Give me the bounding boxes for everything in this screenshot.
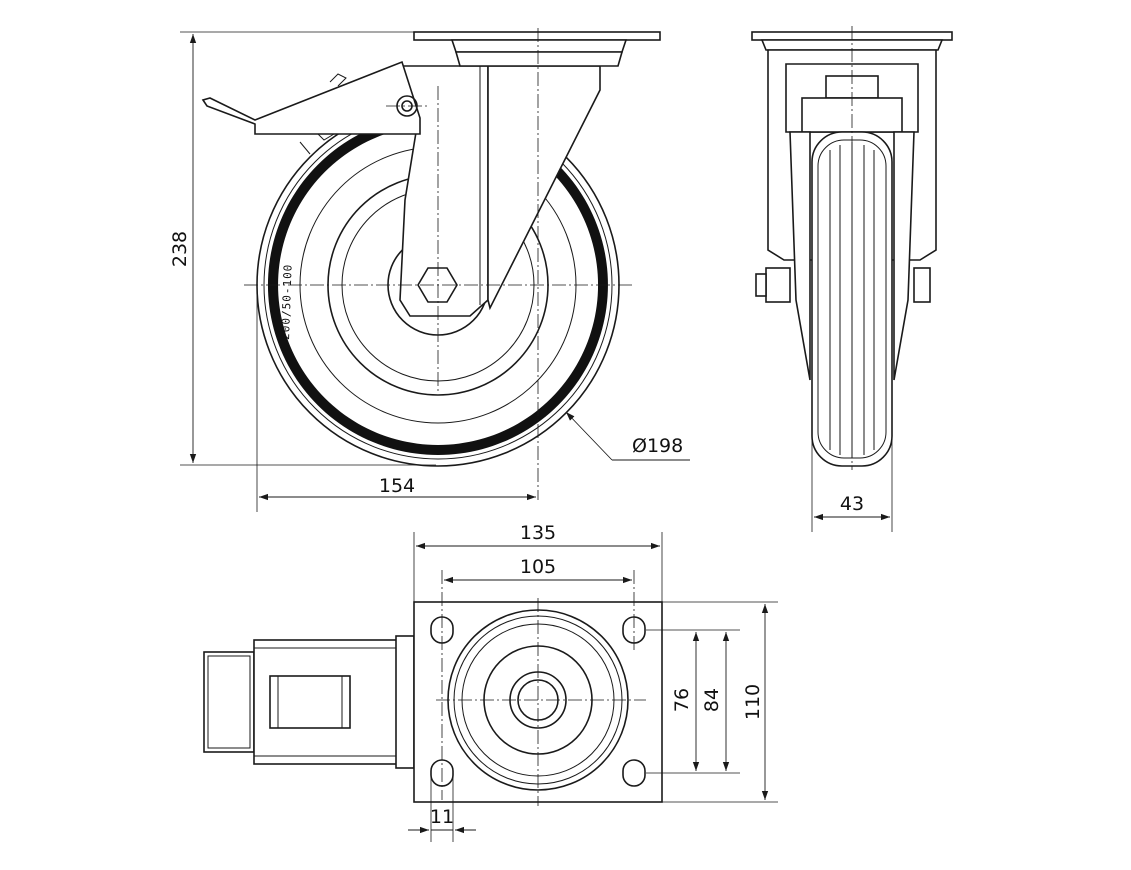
- width-dim-label: 43: [840, 493, 864, 515]
- top-view: [203, 570, 663, 806]
- offset-dim-label: 154: [379, 475, 415, 497]
- side-view-dimensions: 238 154 Ø198: [169, 31, 690, 512]
- plate-length-dim-label: 110: [742, 684, 764, 720]
- tire-marking-text: 200/50-100: [279, 263, 295, 340]
- front-axle-nut-right: [913, 267, 931, 303]
- front-view: [751, 26, 953, 470]
- brake-lever: [201, 60, 421, 135]
- slot-width-dim-label: 11: [430, 806, 454, 828]
- swivel-race: [450, 39, 628, 53]
- diameter-leader: [565, 411, 613, 461]
- brake-button: [269, 675, 351, 729]
- brake-button-inner: [277, 675, 343, 729]
- diameter-value: 198: [647, 435, 683, 457]
- hole-spacing-y-outer-dim-label: 84: [701, 688, 723, 712]
- brake-pad-link: [299, 141, 311, 155]
- diameter-symbol: Ø: [632, 435, 647, 457]
- front-axle-nut-left: [765, 267, 791, 303]
- hole-spacing-x-dim-label: 105: [520, 556, 556, 578]
- front-fork-leg-right: [893, 131, 915, 381]
- hole-spacing-y-inner-dim-label: 76: [671, 688, 693, 712]
- top-plate: [413, 31, 661, 41]
- diameter-dim-label: Ø198: [632, 435, 683, 457]
- front-axle-bolt-head: [755, 273, 767, 297]
- brake-pedal-inner: [207, 655, 251, 749]
- brake-pad: [317, 133, 335, 141]
- slot-bottom-right: [622, 759, 646, 787]
- plate-width-dim-label: 135: [520, 522, 556, 544]
- fork-leg: [487, 65, 601, 311]
- swivel-bearing: [454, 51, 624, 67]
- front-view-dimensions: 43: [811, 400, 893, 532]
- brake-pedal: [203, 651, 255, 753]
- front-fork-leg-left: [789, 131, 811, 381]
- height-dim-label: 238: [169, 231, 191, 267]
- brake-lever-clip: [329, 73, 347, 87]
- top-view-dimensions: 135 105 76 84 110 11: [408, 522, 778, 842]
- brake-mount: [395, 635, 415, 769]
- side-view: 200/50-100: [201, 28, 661, 500]
